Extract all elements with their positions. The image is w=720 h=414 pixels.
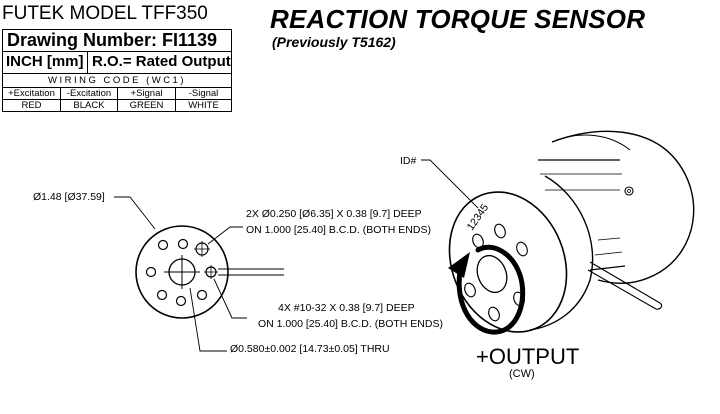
wiring-signal-cell: -Excitation bbox=[61, 88, 118, 100]
page-subtitle: (Previously T5162) bbox=[272, 34, 396, 50]
rotation-arrow bbox=[448, 244, 526, 335]
direction-label: (CW) bbox=[509, 368, 535, 380]
front-flange-rim bbox=[448, 191, 568, 333]
iso-cable-edge bbox=[589, 261, 661, 304]
front-view bbox=[135, 225, 284, 319]
wiring-color-cell: BLACK bbox=[61, 100, 118, 112]
dowel-holes-note-line2: ON 1.000 [25.40] B.C.D. (BOTH ENDS) bbox=[246, 224, 431, 236]
model-name: FUTEK MODEL TFF350 bbox=[2, 3, 208, 24]
wiring-color-cell: WHITE bbox=[176, 100, 232, 112]
wiring-signal-cell: -Signal bbox=[176, 88, 232, 100]
rated-output-label: R.O.= Rated Output bbox=[88, 52, 232, 74]
wiring-color-cell: RED bbox=[2, 100, 61, 112]
dowel-holes-note-line1: 2X Ø0.250 [Ø6.35] X 0.38 [9.7] DEEP bbox=[246, 208, 422, 220]
iso-center-hole bbox=[476, 254, 508, 294]
leader-lines bbox=[114, 159, 479, 352]
threaded-hole bbox=[196, 289, 208, 301]
wiring-signal-cell: +Excitation bbox=[2, 88, 61, 100]
page-title: REACTION TORQUE SENSOR bbox=[270, 4, 646, 34]
diameter-note: Ø1.48 [Ø37.59] bbox=[33, 191, 105, 203]
rear-screw bbox=[624, 186, 634, 196]
arrow-head bbox=[448, 252, 470, 278]
threaded-hole bbox=[156, 289, 168, 301]
threaded-hole bbox=[157, 239, 169, 251]
wiring-signal-cell: +Signal bbox=[118, 88, 176, 100]
threaded-holes-note-line1: 4X #10-32 X 0.38 [9.7] DEEP bbox=[278, 302, 415, 314]
rear-flange-outline bbox=[551, 130, 695, 284]
threaded-holes-note-line2: ON 1.000 [25.40] B.C.D. (BOTH ENDS) bbox=[258, 318, 443, 330]
threaded-holes-note: 4X #10-32 X 0.38 [9.7] DEEP ON 1.000 [25… bbox=[258, 300, 443, 332]
face-outline bbox=[135, 225, 229, 319]
iso-cable-edge bbox=[587, 269, 657, 310]
threaded-hole bbox=[145, 266, 157, 278]
drawing-number: Drawing Number: FI1139 bbox=[2, 29, 232, 52]
id-label: ID# bbox=[400, 155, 417, 167]
output-label: +OUTPUT bbox=[476, 344, 580, 369]
wiring-color-cell: GREEN bbox=[118, 100, 176, 112]
title-block: FUTEK MODEL TFF350 Drawing Number: FI113… bbox=[0, 0, 234, 114]
wiring-code-header: WIRING CODE (WC1) bbox=[2, 74, 232, 88]
threaded-hole bbox=[175, 295, 187, 307]
dowel-holes-note: 2X Ø0.250 [Ø6.35] X 0.38 [9.7] DEEP ON 1… bbox=[246, 206, 431, 238]
units-label: INCH [mm] bbox=[2, 52, 88, 74]
id-number: 12345 bbox=[465, 202, 492, 233]
threaded-hole bbox=[177, 238, 189, 250]
thru-hole-note: Ø0.580±0.002 [14.73±0.05] THRU bbox=[230, 343, 390, 355]
